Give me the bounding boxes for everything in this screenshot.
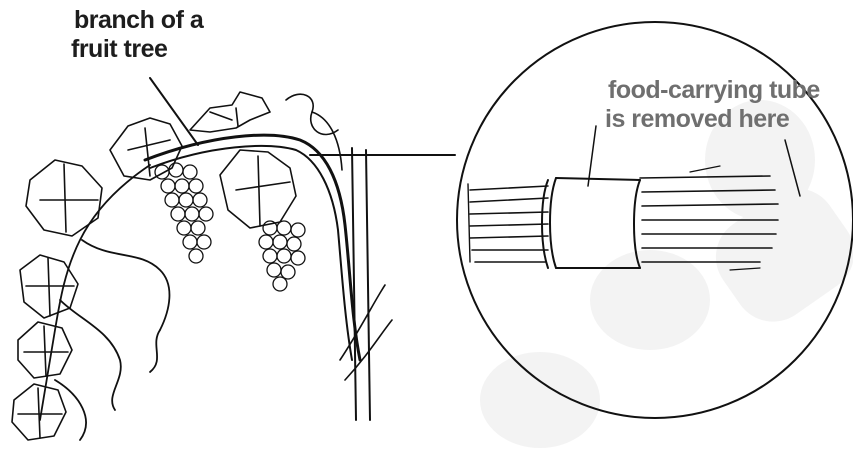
food-tube-label-line-1: food-carrying tube xyxy=(608,76,853,105)
branch-label-line-1: branch of a xyxy=(74,6,294,35)
food-tube-label: food-carrying tube is removed here xyxy=(608,76,853,134)
branch-leader-line xyxy=(150,78,198,145)
vine-stems xyxy=(40,165,169,440)
fruit-tree-branch xyxy=(145,94,392,420)
branch-label: branch of a fruit tree xyxy=(74,6,294,64)
branch-label-line-2: fruit tree xyxy=(71,35,294,64)
food-tube-label-line-2: is removed here xyxy=(605,105,853,134)
grape-clusters xyxy=(155,163,305,291)
